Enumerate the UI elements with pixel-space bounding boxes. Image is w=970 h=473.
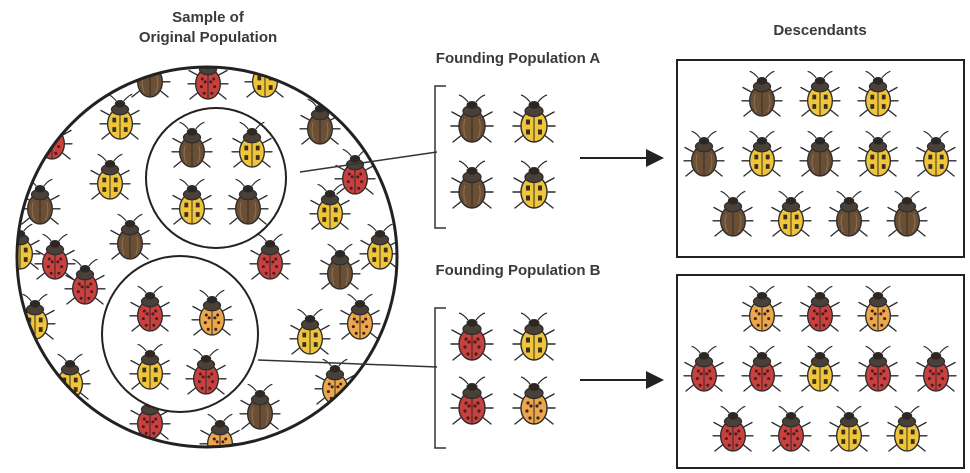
sample-b-circle	[102, 256, 258, 412]
beetle-original-11	[35, 234, 75, 279]
beetle-original-15	[65, 259, 105, 304]
beetle-founding-b-3	[513, 377, 555, 424]
beetle-founding-b-1	[513, 313, 555, 360]
beetle-founding-b-2	[451, 377, 493, 424]
beetle-founding-b-0	[451, 313, 493, 360]
sample-a-circle	[146, 108, 286, 248]
beetle-founding-a-1	[513, 95, 555, 142]
bracket-b	[435, 308, 446, 448]
beetle-original-21	[240, 384, 280, 429]
bracket-a	[435, 86, 446, 228]
beetle-original-10	[110, 214, 150, 259]
beetle-original-0	[188, 54, 228, 99]
founding-b-beetles	[451, 313, 555, 424]
beetle-original-13	[250, 234, 290, 279]
beetle-original-14	[320, 244, 360, 289]
beetle-founding-a-2	[451, 161, 493, 208]
founding-a-beetles	[451, 95, 555, 208]
beetle-original-18	[290, 309, 330, 354]
beetle-original-7	[90, 154, 130, 199]
arrow-a-head	[646, 149, 664, 167]
beetle-original-19	[50, 354, 90, 399]
beetle-founding-a-0	[451, 95, 493, 142]
connector-line-b	[258, 360, 437, 367]
beetle-original-9	[310, 184, 350, 229]
beetle-original-22	[200, 414, 240, 459]
beetle-original-3	[100, 94, 140, 139]
arrow-b-head	[646, 371, 664, 389]
beetle-founding-a-3	[513, 161, 555, 208]
beetle-original-17	[340, 294, 380, 339]
beetle-original-4	[32, 114, 72, 159]
